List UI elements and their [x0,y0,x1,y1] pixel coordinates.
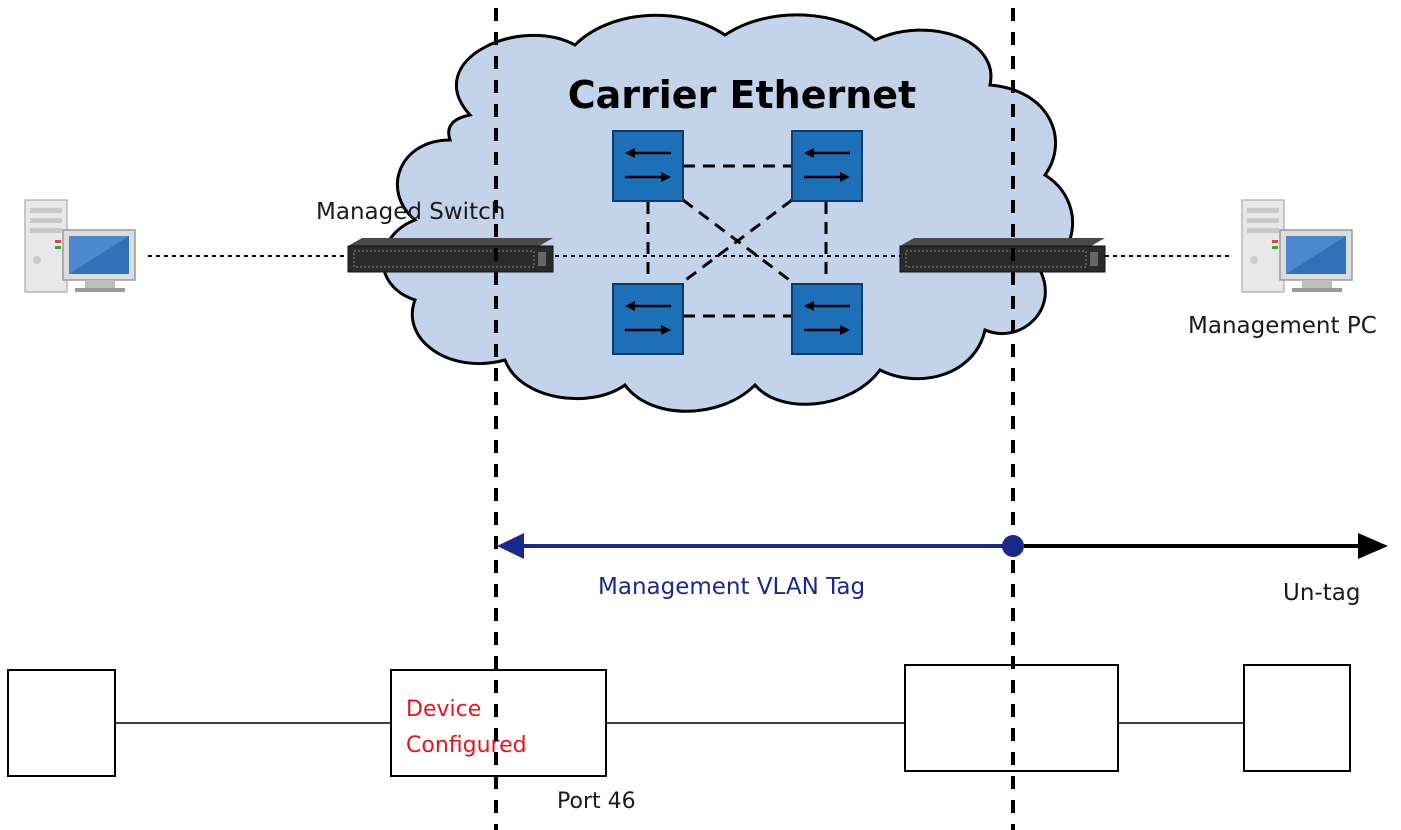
network-switch-icon [791,130,863,202]
mesh-links [646,164,828,318]
bottom-topology [7,664,1351,777]
managed-switch-label: Managed Switch [316,199,505,225]
rackmount-switch-icon [899,238,1106,273]
carrier-ethernet-cloud [381,13,1075,413]
network-switch-icon [612,283,684,355]
port-label: Port 46 [557,789,636,814]
endpoint-box-right [1243,664,1351,772]
device-configured-label-line1: Device [406,697,481,722]
desktop-computer-icon [24,199,136,293]
cloud-title: Carrier Ethernet [568,73,916,117]
vlan-tag-arrow [497,533,1024,559]
vlan-tag-label: Management VLAN Tag [598,574,865,600]
untag-label: Un-tag [1283,580,1360,606]
desktop-computer-icon [1241,199,1353,293]
rackmount-switch-icon [347,238,554,273]
untag-arrow [1024,533,1388,559]
network-switch-icon [791,283,863,355]
network-switch-icon [612,130,684,202]
endpoint-box-left [7,669,116,777]
boundary-lines [494,8,1015,830]
management-pc-label: Management PC [1188,313,1377,339]
device-configured-label-line2: Configured [406,733,527,758]
device-configured-box [390,669,607,777]
